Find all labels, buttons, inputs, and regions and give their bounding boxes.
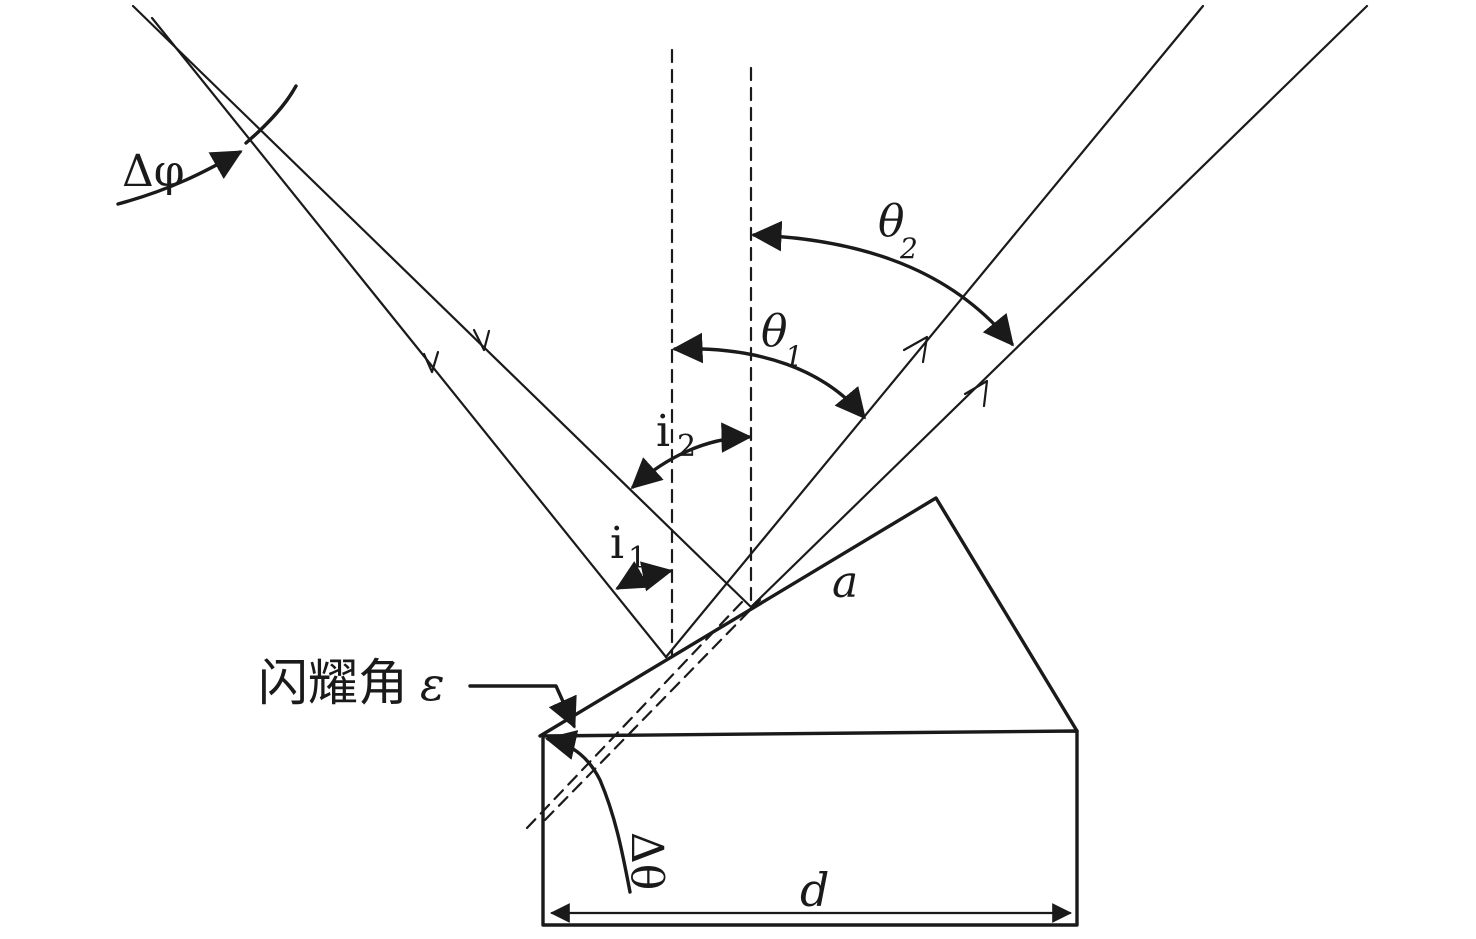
tilt-reference-line-1 bbox=[525, 600, 744, 830]
incident-ray-1 bbox=[150, 16, 668, 659]
delta-theta-label: Δθ bbox=[621, 832, 672, 890]
blaze-angle-label: 闪耀角 bbox=[258, 654, 408, 712]
diffracted-ray-1 bbox=[664, 4, 1205, 659]
diffracted-ray-2 bbox=[749, 4, 1369, 609]
theta2-arc bbox=[750, 220, 1014, 347]
theta1-arc bbox=[671, 332, 866, 420]
theta2-subscript: 2 bbox=[899, 232, 918, 265]
blaze-angle-leader bbox=[468, 684, 577, 729]
grating-substrate bbox=[541, 729, 1079, 927]
i1-subscript: 1 bbox=[628, 541, 647, 576]
epsilon-label: ε bbox=[420, 657, 445, 711]
i2-label: i bbox=[656, 406, 670, 457]
i2-subscript: 2 bbox=[677, 429, 696, 464]
delta-phi-arc-upper bbox=[244, 84, 298, 145]
tilt-reference-line-2 bbox=[543, 598, 762, 822]
theta2-label: θ bbox=[878, 196, 905, 247]
theta1-subscript: 1 bbox=[785, 340, 803, 373]
spacing-label: d bbox=[800, 863, 829, 917]
incident-ray-1-arrow bbox=[422, 350, 440, 374]
i2-arc bbox=[630, 422, 753, 490]
incident-ray-2 bbox=[131, 4, 753, 609]
theta1-label: θ bbox=[761, 306, 788, 357]
incident-ray-2-arrow bbox=[472, 328, 491, 352]
delta-phi-arc bbox=[116, 150, 243, 206]
i1-label: i bbox=[610, 518, 624, 569]
facet-label: a bbox=[832, 557, 858, 608]
i1-arc bbox=[615, 561, 674, 592]
diffracted-ray-1-arrow bbox=[902, 335, 929, 364]
delta-theta-arc bbox=[545, 730, 632, 894]
grating-groove-facet bbox=[538, 496, 1079, 738]
diffracted-ray-2-arrow bbox=[963, 379, 989, 408]
delta-phi-label: Δφ bbox=[122, 146, 185, 197]
